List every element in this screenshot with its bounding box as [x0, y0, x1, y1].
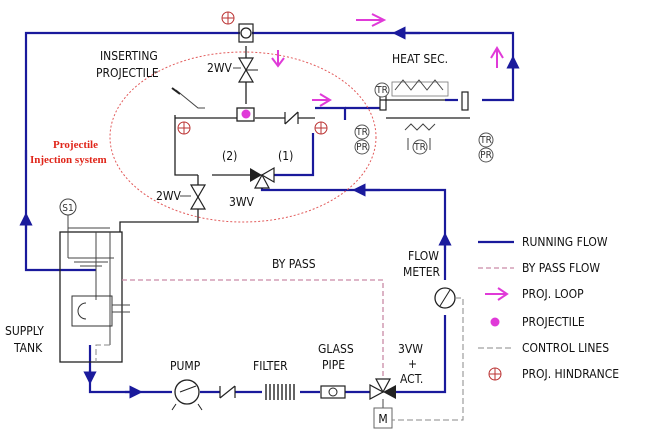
- bottom-2wv-valve: [189, 184, 207, 210]
- by-pass-label: BY PASS: [272, 257, 316, 271]
- legend-proj-loop: PROJ. LOOP: [485, 287, 584, 301]
- svg-text:PROJECTILE: PROJECTILE: [522, 315, 585, 329]
- running-flow-lines: [19, 26, 520, 399]
- filter-label: FILTER: [253, 359, 288, 373]
- bypass-line: [122, 279, 384, 379]
- check-valve-top: [284, 111, 299, 125]
- injection-system-title-1: Projectile: [53, 139, 98, 151]
- hindrance-left: [177, 121, 191, 135]
- glass-label: GLASS: [318, 342, 354, 356]
- 2wv-top-label: 2WV: [207, 61, 233, 75]
- 3wv-valve: [250, 166, 275, 189]
- svg-text:PROJ. HINDRANCE: PROJ. HINDRANCE: [522, 367, 619, 381]
- magenta-dot-icon: [490, 317, 500, 327]
- hindrance-top: [221, 11, 235, 25]
- plus-label: +: [408, 357, 417, 371]
- svg-text:PR: PR: [356, 142, 368, 153]
- branch-2-label: (2): [222, 149, 237, 163]
- svg-text:PR: PR: [480, 150, 492, 161]
- svg-text:RUNNING FLOW: RUNNING FLOW: [522, 235, 608, 249]
- magenta-arrow-icon: [485, 287, 509, 301]
- sensor-tr-top: TR: [374, 82, 390, 98]
- svg-text:BY PASS FLOW: BY PASS FLOW: [522, 261, 600, 275]
- control-lines: [95, 297, 464, 421]
- svg-text:CONTROL LINES: CONTROL LINES: [522, 341, 609, 355]
- hindrance-right: [314, 121, 328, 135]
- projectile-chamber: [236, 107, 255, 122]
- legend-proj-hindrance: PROJ. HINDRANCE: [488, 367, 619, 381]
- projectile-loop-arrows: [271, 13, 504, 107]
- svg-text:TR: TR: [479, 135, 492, 146]
- injection-system-title-2: Injection system: [30, 154, 107, 166]
- legend-control-lines: CONTROL LINES: [478, 341, 609, 355]
- supply-tank-label-2: TANK: [13, 341, 43, 355]
- pump-label: PUMP: [170, 359, 201, 373]
- flow-meter-label-2: METER: [403, 265, 441, 279]
- svg-text:PROJ. LOOP: PROJ. LOOP: [522, 287, 584, 301]
- top-2wv-valve: [237, 23, 258, 83]
- sensor-tr-right: TR PR: [478, 132, 494, 163]
- circle-cross-icon: [488, 367, 502, 381]
- svg-text:M: M: [378, 412, 387, 426]
- filter: [265, 384, 295, 400]
- supply-tank-label-1: SUPPLY: [5, 324, 44, 338]
- flow-meter-label-1: FLOW: [408, 249, 439, 263]
- check-valve-bottom: [219, 385, 236, 399]
- injection-system-boundary: [109, 51, 377, 223]
- svg-text:TR: TR: [375, 85, 388, 96]
- supply-tank: S1: [59, 198, 130, 363]
- legend-projectile: PROJECTILE: [490, 315, 585, 329]
- projectile-dot: [241, 109, 251, 119]
- pipe-label: PIPE: [322, 358, 345, 372]
- legend-running-flow: RUNNING FLOW: [478, 235, 608, 249]
- flow-meter: [434, 287, 456, 309]
- inserting-label: INSERTING: [100, 49, 158, 63]
- sensor-tr-left: TR PR: [354, 124, 370, 155]
- sensor-tr-mid: TR: [412, 139, 428, 155]
- glass-pipe: [320, 385, 346, 399]
- svg-text:S1: S1: [62, 203, 73, 214]
- legend: RUNNING FLOW BY PASS FLOW PROJ. LOOP PRO…: [478, 235, 619, 381]
- svg-text:TR: TR: [355, 127, 368, 138]
- projectile-label: PROJECTILE: [96, 66, 159, 80]
- act-label: ACT.: [400, 372, 423, 386]
- pump: [171, 379, 203, 411]
- svg-text:TR: TR: [413, 142, 426, 153]
- 3vw-act-valve: M: [369, 378, 396, 429]
- heat-sec-label: HEAT SEC.: [392, 52, 448, 66]
- 3wv-label: 3WV: [229, 195, 255, 209]
- heat-section: [379, 79, 470, 150]
- 3vw-label: 3VW: [398, 342, 423, 356]
- branch-1-label: (1): [278, 149, 293, 163]
- 2wv-bottom-label: 2WV: [156, 189, 182, 203]
- legend-bypass-flow: BY PASS FLOW: [478, 261, 600, 275]
